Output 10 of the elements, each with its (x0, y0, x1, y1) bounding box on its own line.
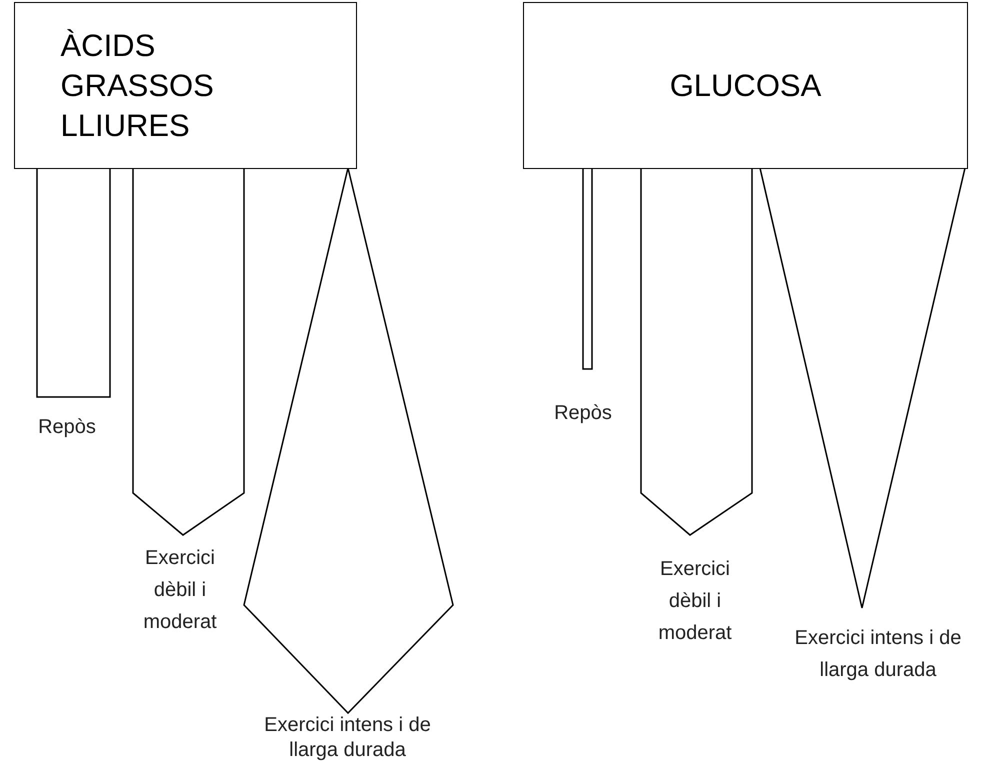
header-box (523, 2, 968, 169)
shape-label: Exercici dèbil i moderat (142, 546, 218, 635)
shape-label: Repòs (553, 401, 613, 426)
shape-label: Repòs (37, 415, 97, 440)
shape-label: Exercici intens i de llarga durada (263, 713, 432, 762)
shape-label: Exercici intens i de llarga durada (794, 626, 962, 683)
header-text: GLUCOSA (670, 66, 822, 104)
header-box (14, 2, 357, 169)
shape-label: Exercici dèbil i moderat (657, 557, 733, 646)
header-text: ÀCIDS GRASSOS LLIURES (60, 26, 215, 144)
